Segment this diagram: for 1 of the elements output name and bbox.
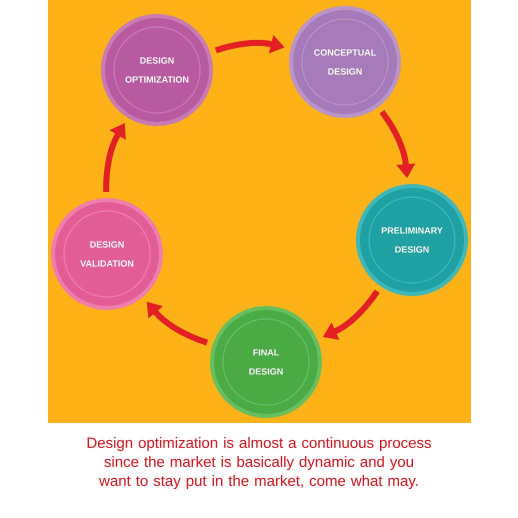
caption: Design optimization is almost a continuous process since the market is basically dynamic and you want to stay put in the market, come what may. — [88, 437, 431, 489]
